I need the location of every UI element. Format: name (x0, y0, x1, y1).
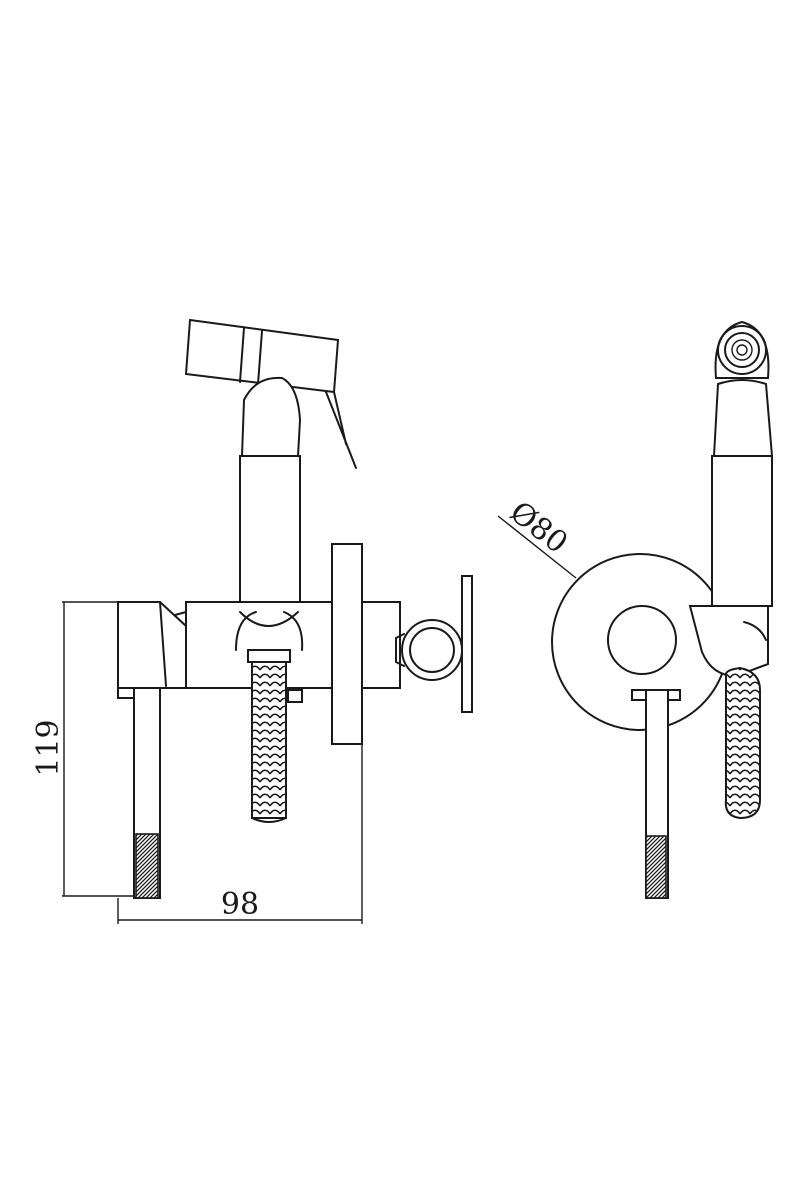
hose-holder-front (688, 605, 769, 678)
hose-side (251, 661, 287, 819)
mixer-body-side (174, 601, 401, 689)
sprayer-head-side (184, 318, 357, 469)
wall-plate-side (331, 543, 363, 745)
sprayer-handle-side (239, 376, 302, 607)
hose-holder-side (235, 611, 304, 663)
wall-hook-side (395, 575, 473, 713)
side-view: 119 98 (31, 318, 473, 924)
lever-grip-front (645, 835, 667, 899)
lever-grip-side (135, 833, 159, 899)
height-dimension-label: 119 (31, 719, 66, 776)
hose-front (724, 666, 761, 820)
sprayer-handle-front (711, 379, 774, 607)
lever-hub-front (607, 605, 677, 675)
lever-handle-front (631, 689, 681, 899)
diameter-dimension-label: Ø80 (503, 495, 574, 561)
diameter-dimension: Ø80 (497, 495, 577, 579)
lever-handle-side (117, 601, 187, 899)
height-dimension: 119 (31, 601, 134, 897)
sprayer-head-front (714, 320, 770, 379)
width-dimension-label: 98 (221, 887, 259, 922)
front-view: Ø80 (497, 320, 774, 899)
width-dimension: 98 (117, 744, 363, 924)
